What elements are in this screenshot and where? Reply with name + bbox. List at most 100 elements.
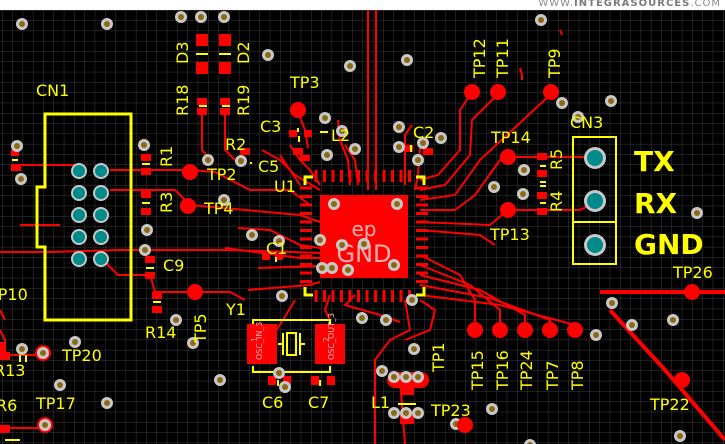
ep-via-hole bbox=[361, 241, 367, 247]
label-c5: C5 bbox=[258, 157, 279, 176]
test-point-hole bbox=[42, 422, 48, 428]
u1-pin bbox=[416, 220, 428, 224]
test-point bbox=[464, 84, 480, 100]
smd-pad bbox=[220, 108, 230, 115]
via-hole bbox=[521, 167, 527, 173]
cn1-pin-pad bbox=[73, 231, 85, 243]
via-hole bbox=[190, 340, 196, 346]
test-points bbox=[35, 84, 700, 433]
smd-pad bbox=[283, 376, 291, 385]
test-point bbox=[490, 84, 506, 100]
cn3-pin-tx bbox=[584, 147, 606, 169]
via-hole bbox=[345, 267, 351, 273]
test-point bbox=[500, 149, 516, 165]
via-hole bbox=[608, 98, 614, 104]
cn1-pin-pad bbox=[73, 209, 85, 221]
smd-pad bbox=[0, 425, 10, 433]
smd-pad bbox=[152, 292, 162, 299]
via-hole bbox=[575, 114, 581, 120]
label-tp26: TP26 bbox=[672, 263, 713, 282]
via-hole bbox=[282, 384, 288, 390]
smd-pad bbox=[240, 148, 250, 155]
label-tp16: TP16 bbox=[493, 350, 512, 391]
cn1-pin-pad bbox=[95, 209, 107, 221]
via-hole bbox=[396, 124, 402, 130]
via-hole bbox=[322, 115, 328, 121]
via-hole bbox=[629, 322, 635, 328]
u1-pin bbox=[300, 220, 312, 224]
u1-pin bbox=[300, 280, 312, 283]
via-hole bbox=[265, 52, 271, 58]
via-hole bbox=[396, 144, 402, 150]
y1-crystal[interactable]: OSC_IN_3 1 OSC_OUT_3 2 bbox=[247, 313, 345, 373]
via-hole bbox=[383, 317, 389, 323]
via-hole bbox=[359, 315, 365, 321]
label-tp5: TP5 bbox=[191, 313, 210, 344]
via-hole bbox=[538, 17, 544, 23]
smd-pad bbox=[262, 253, 270, 260]
label-tp24: TP24 bbox=[517, 350, 536, 391]
test-point bbox=[180, 198, 196, 214]
smd-pad bbox=[11, 150, 19, 156]
via-hole bbox=[489, 406, 495, 412]
smd-pad bbox=[196, 62, 208, 74]
cn1-pin-pad bbox=[95, 231, 107, 243]
smd-pad bbox=[304, 130, 312, 137]
via-hole bbox=[249, 232, 255, 238]
smd-pad bbox=[152, 306, 162, 313]
smd-pad bbox=[196, 34, 208, 46]
smd-pad bbox=[268, 376, 276, 385]
cn3-pin-rx bbox=[584, 190, 606, 212]
watermark: WWW.INTEGRASOURCES.COM bbox=[538, 0, 721, 9]
cn1-connector[interactable] bbox=[35, 112, 133, 322]
via-hole bbox=[415, 410, 421, 416]
cn3-connector[interactable] bbox=[572, 136, 617, 265]
u1-pin bbox=[340, 170, 343, 182]
test-point bbox=[492, 322, 508, 338]
via-hole bbox=[14, 143, 20, 149]
u1-pin bbox=[314, 170, 318, 182]
via-hole bbox=[221, 197, 227, 203]
osc-in-label: OSC_IN_3 bbox=[255, 322, 264, 360]
label-tp17: TP17 bbox=[35, 394, 76, 413]
u1-pins bbox=[300, 170, 428, 302]
crystal-symbol bbox=[278, 332, 305, 356]
smd-pad bbox=[293, 148, 303, 155]
u1-pin bbox=[382, 170, 386, 182]
label-tp1: TP1 bbox=[429, 342, 448, 373]
label-c9: C9 bbox=[163, 256, 184, 275]
smd-pad bbox=[197, 108, 207, 115]
via-hole bbox=[104, 400, 110, 406]
u1-pin bbox=[300, 203, 312, 207]
smd-pad bbox=[141, 168, 151, 175]
via-hole bbox=[276, 370, 282, 376]
u1-pin bbox=[416, 263, 428, 266]
test-point bbox=[674, 372, 690, 388]
label-c1: C1 bbox=[266, 239, 287, 258]
test-point bbox=[187, 284, 203, 300]
via-hole bbox=[198, 14, 204, 20]
smd-pad bbox=[289, 130, 297, 137]
smd-pad bbox=[405, 145, 413, 152]
cn1-pin-pad bbox=[73, 253, 85, 265]
smd-pad bbox=[219, 62, 231, 74]
u1-pin bbox=[300, 271, 312, 275]
u1-pin bbox=[340, 290, 343, 302]
u1-pin bbox=[365, 290, 369, 302]
smd-pad bbox=[141, 191, 151, 198]
u1-outline bbox=[303, 175, 426, 297]
via-hole bbox=[72, 339, 78, 345]
smd-pad bbox=[537, 192, 547, 199]
via-hole bbox=[339, 128, 345, 134]
test-point bbox=[684, 284, 700, 300]
smd-pad bbox=[275, 253, 283, 260]
label-tp12: TP12 bbox=[470, 38, 489, 79]
u1-pin bbox=[416, 203, 428, 207]
u1-pin bbox=[399, 170, 403, 182]
via-hole bbox=[104, 21, 110, 27]
silkscreen-labels: CN1 CN3 D3 D2 R18 R19 R1 R2 R3 R4 R5 R6 … bbox=[0, 38, 713, 420]
label-tp8: TP8 bbox=[568, 360, 587, 391]
u1-pin bbox=[374, 170, 377, 182]
smd-pad bbox=[145, 272, 155, 279]
u1-pin bbox=[382, 290, 386, 302]
